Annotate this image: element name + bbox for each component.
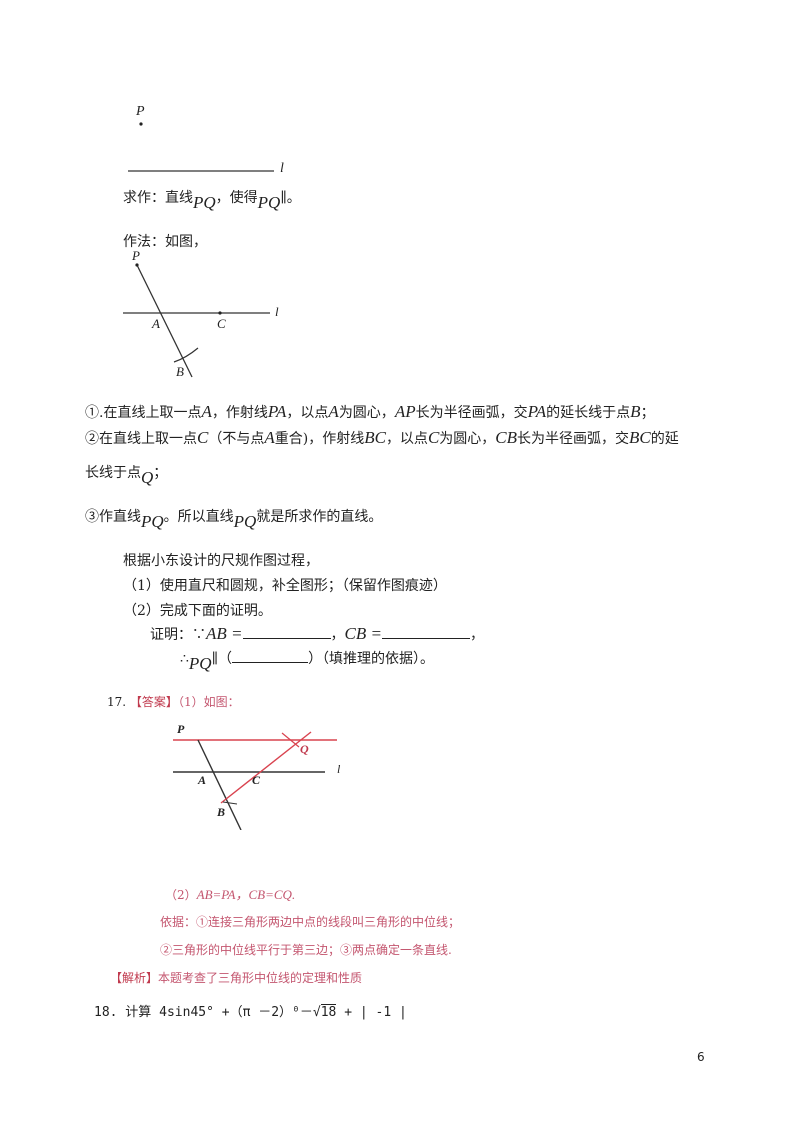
- question-1: （1）使用直尺和圆规，补全图形；（保留作图痕迹）: [123, 578, 447, 594]
- figure-1: P l: [110, 95, 310, 185]
- ans-fig-label-l: l: [337, 762, 341, 776]
- ab-blank[interactable]: [242, 624, 331, 639]
- answer-figure: P Q A C B l: [165, 720, 355, 831]
- basis-blank[interactable]: [232, 648, 309, 663]
- ans-fig-label-p: P: [177, 722, 185, 736]
- requirement-line: 求作：直线PQ，使得PQ∥。: [123, 190, 301, 212]
- analysis: 【解析】本题考查了三角形中位线的定理和性质: [110, 971, 363, 985]
- ans-fig-label-c: C: [252, 773, 261, 787]
- answer-basis-1: 依据：①连接三角形两边中点的线段叫三角形的中位线；: [160, 915, 461, 929]
- point-p-label: P: [136, 104, 145, 119]
- answer-17-header: 17. 【答案】（1）如图：: [107, 695, 240, 709]
- fig2-label-c: C: [217, 316, 226, 331]
- proof-line-1: 证明：∵AB =，CB =，: [150, 624, 484, 643]
- ans-fig-label-a: A: [198, 773, 207, 787]
- method-label: 作法：如图，: [123, 234, 207, 250]
- fig2-label-a: A: [152, 316, 160, 331]
- questions-intro: 根据小东设计的尺规作图过程，: [123, 553, 319, 569]
- page-number: 6: [697, 1050, 705, 1064]
- step-3: ③作直线PQ。所以直线PQ就是所求作的直线。: [85, 509, 383, 531]
- ans-fig-label-b: B: [217, 805, 226, 819]
- fig2-label-l: l: [275, 304, 279, 319]
- question-18: 18. 计算 4sin45° +（π －2）⁰－√18 + | -1 |: [94, 1004, 407, 1020]
- figure-2: P A C B l: [110, 248, 300, 380]
- question-2: （2）完成下面的证明。: [123, 603, 272, 619]
- answer-basis-2: ②三角形的中位线平行于第三边；③两点确定一条直线.: [160, 943, 452, 957]
- proof-line-2: ∴PQ∥（）（填推理的依据）。: [180, 648, 434, 673]
- ans-fig-label-q: Q: [300, 742, 309, 756]
- cb-blank[interactable]: [381, 624, 470, 639]
- answer-part-2: （2）AB=PA，CB=CQ.: [165, 887, 296, 902]
- fig2-label-p: P: [132, 248, 140, 263]
- step-2: ②在直线上取一点C（不与点A重合)，作射线BC，以点C为圆心，CB长为半径画弧，…: [85, 428, 679, 447]
- sqrt-symbol: √: [312, 1005, 321, 1020]
- step-2-cont: 长线于点Q；: [85, 465, 168, 487]
- step-1: ①.在直线上取一点A，作射线PA，以点A为圆心，AP长为半径画弧，交PA的延长线…: [85, 402, 655, 421]
- line-l-label: l: [280, 161, 284, 176]
- fig2-label-b: B: [176, 364, 184, 379]
